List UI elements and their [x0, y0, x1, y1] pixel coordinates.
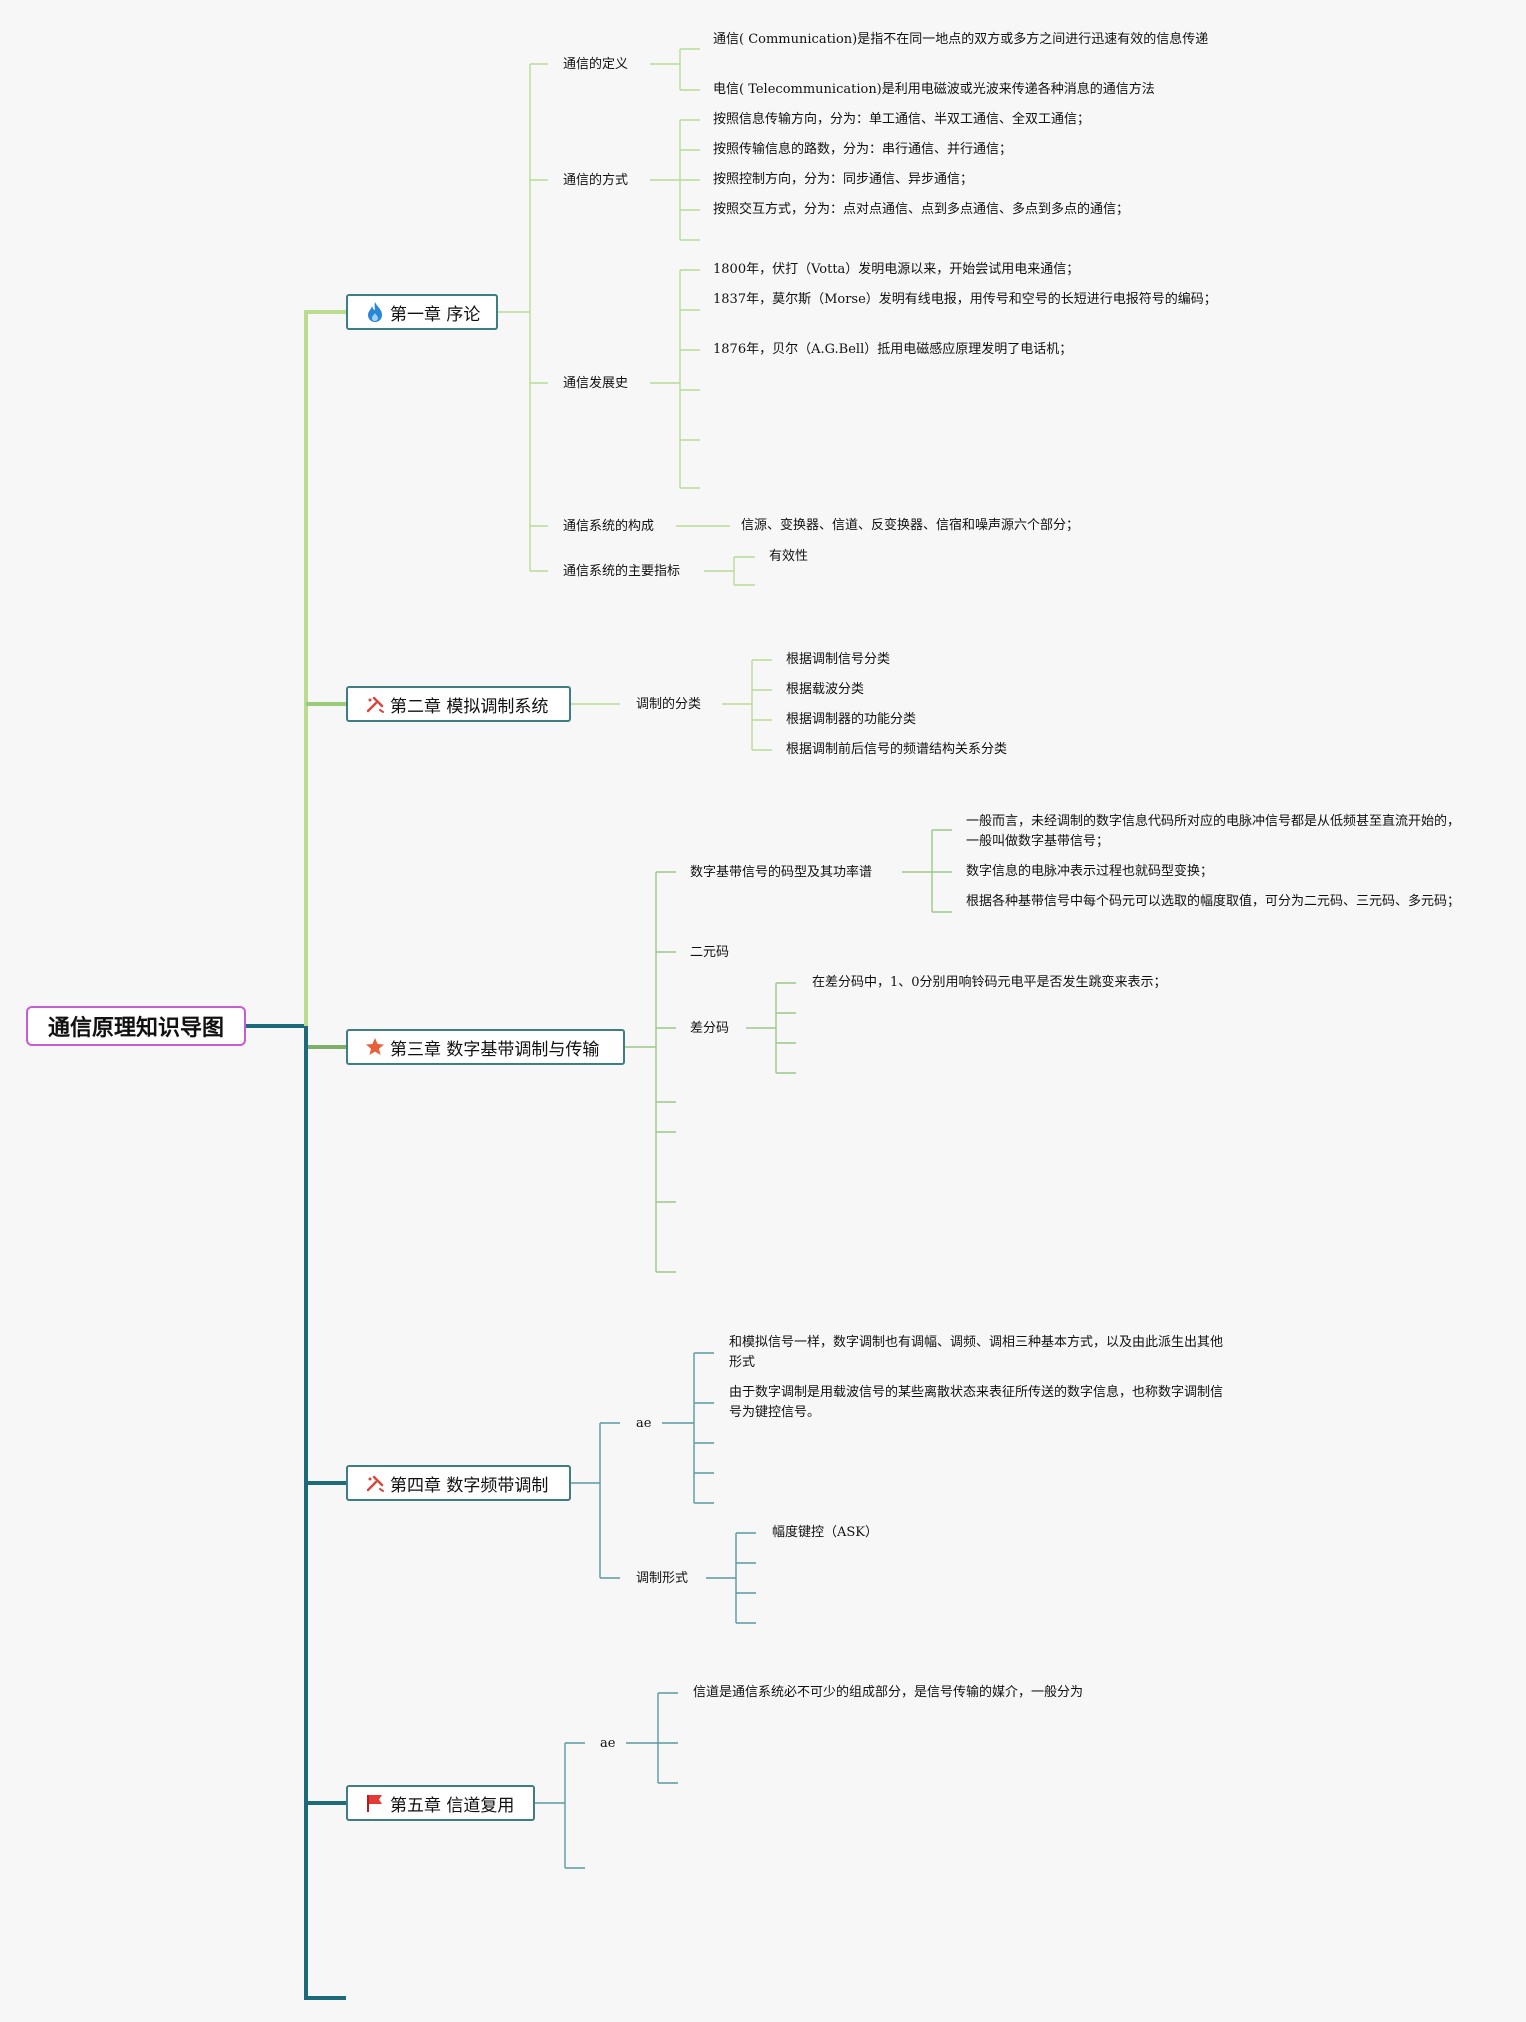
ch1-methods-item[interactable]: 按照控制方向，分为：同步通信、异步通信；: [713, 172, 974, 187]
chapter-3-node[interactable]: 第三章 数字基带调制与传输: [346, 1029, 625, 1065]
ch3-diff-label[interactable]: 差分码: [690, 1021, 730, 1036]
ch3-codes-item[interactable]: 根据各种基带信号中每个码元可以选取的幅度取值，可分为二元码、三元码、多元码；: [966, 894, 1461, 909]
ch3-diff-item[interactable]: 在差分码中，1、0分别用响铃码元电平是否发生跳变来表示；: [812, 975, 1167, 990]
flag-icon: [364, 1792, 386, 1814]
chapter-3-title: 第三章 数字基带调制与传输: [390, 1039, 600, 1060]
ch4-forms-label[interactable]: 调制形式: [636, 1571, 689, 1586]
ch3-binary-label[interactable]: 二元码: [690, 945, 730, 960]
ch3-codes-item[interactable]: 一般而言，未经调制的数字信息代码所对应的电脉冲信号都是从低频甚至直流开始的，一般…: [966, 814, 1461, 849]
star-icon: [364, 1036, 386, 1058]
ch1-history-item[interactable]: 1837年，莫尔斯（Morse）发明有线电报，用传号和空号的长短进行电报符号的编…: [713, 292, 1217, 307]
tools-icon: [364, 1472, 386, 1494]
chapter-4-node[interactable]: 第四章 数字频带调制: [346, 1465, 571, 1501]
ch1-definition-item[interactable]: 电信( Telecommunication)是利用电磁波或光波来传递各种消息的通…: [713, 82, 1155, 97]
tools-icon: [364, 693, 386, 715]
ch5-ae-label[interactable]: ae: [600, 1736, 616, 1751]
chapter-1-node[interactable]: 第一章 序论: [346, 294, 498, 330]
ch1-methods-label[interactable]: 通信的方式: [563, 173, 629, 188]
ch2-classification-item[interactable]: 根据载波分类: [786, 682, 865, 697]
ch1-definition-item[interactable]: 通信( Communication)是指不在同一地点的双方或多方之间进行迅速有效…: [713, 32, 1209, 47]
chapter-2-title: 第二章 模拟调制系统: [390, 696, 549, 717]
chapter-2-node[interactable]: 第二章 模拟调制系统: [346, 686, 571, 722]
ch2-classification-label[interactable]: 调制的分类: [636, 697, 702, 712]
ch2-classification-item[interactable]: 根据调制器的功能分类: [786, 712, 917, 727]
ch4-forms-item[interactable]: 幅度键控（ASK）: [772, 1525, 879, 1540]
ch4-ae-item[interactable]: 和模拟信号一样，数字调制也有调幅、调频、调相三种基本方式，以及由此派生出其他形式: [729, 1335, 1224, 1370]
ch1-composition-label[interactable]: 通信系统的构成: [563, 519, 655, 534]
chapter-1-title: 第一章 序论: [390, 304, 481, 325]
ch1-indicators-item[interactable]: 有效性: [769, 549, 809, 564]
ch1-composition-item[interactable]: 信源、变换器、信道、反变换器、信宿和噪声源六个部分；: [741, 518, 1080, 533]
ch1-definition-label[interactable]: 通信的定义: [563, 57, 629, 72]
ch1-history-item[interactable]: 1876年，贝尔（A.G.Bell）抵用电磁感应原理发明了电话机；: [713, 342, 1073, 357]
ch1-history-label[interactable]: 通信发展史: [563, 376, 629, 391]
ch1-history-item[interactable]: 1800年，伏打（Votta）发明电源以来，开始尝试用电来通信；: [713, 262, 1080, 277]
ch4-ae-item[interactable]: 由于数字调制是用载波信号的某些离散状态来表征所传送的数字信息，也称数字调制信号为…: [729, 1385, 1224, 1420]
ch4-ae-label[interactable]: ae: [636, 1416, 652, 1431]
fire-icon: [364, 301, 386, 323]
chapter-5-node[interactable]: 第五章 信道复用: [346, 1785, 535, 1821]
chapter-4-title: 第四章 数字频带调制: [390, 1475, 549, 1496]
chapter-5-title: 第五章 信道复用: [390, 1795, 515, 1816]
ch1-indicators-label[interactable]: 通信系统的主要指标: [563, 564, 681, 579]
root-topic[interactable]: 通信原理知识导图: [26, 1006, 246, 1046]
ch2-classification-item[interactable]: 根据调制信号分类: [786, 652, 891, 667]
ch1-methods-item[interactable]: 按照传输信息的路数，分为：串行通信、并行通信；: [713, 142, 1013, 157]
ch1-methods-item[interactable]: 按照信息传输方向，分为：单工通信、半双工通信、全双工通信；: [713, 112, 1091, 127]
ch3-codes-label[interactable]: 数字基带信号的码型及其功率谱: [690, 865, 873, 880]
ch2-classification-item[interactable]: 根据调制前后信号的频谱结构关系分类: [786, 742, 1008, 757]
ch5-ae-item[interactable]: 信道是通信系统必不可少的组成部分，是信号传输的媒介，一般分为: [693, 1685, 1084, 1700]
ch3-codes-item[interactable]: 数字信息的电脉冲表示过程也就码型变换；: [966, 864, 1214, 879]
ch1-methods-item[interactable]: 按照交互方式，分为：点对点通信、点到多点通信、多点到多点的通信；: [713, 202, 1130, 217]
